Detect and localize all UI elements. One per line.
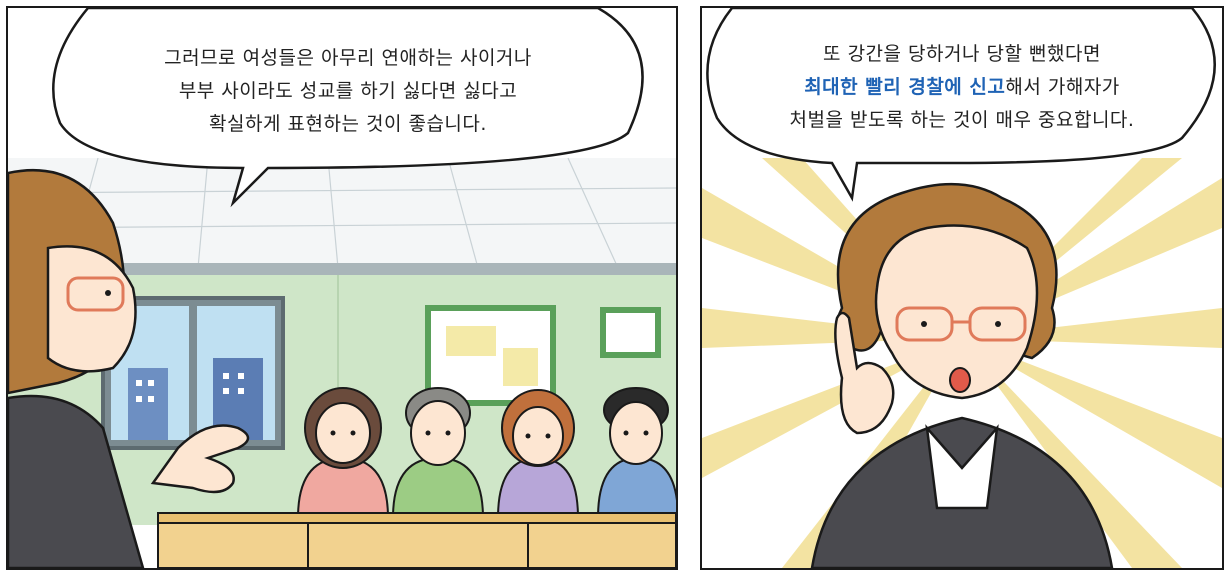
speech-bubble-icon bbox=[706, 8, 1216, 202]
right-speech-text: 또 강간을 당하거나 당할 뻔했다면 최대한 빨리 경찰에 신고해서 가해자가 … bbox=[702, 38, 1222, 137]
bubble-line: 확실하게 표현하는 것이 좋습니다. bbox=[209, 113, 487, 135]
right-panel: 또 강간을 당하거나 당할 뻔했다면 최대한 빨리 경찰에 신고해서 가해자가 … bbox=[700, 6, 1224, 570]
highlight-text: 최대한 빨리 경찰에 신고 bbox=[804, 76, 1006, 98]
bubble-line: 그러므로 여성들은 아무리 연애하는 사이거나 bbox=[164, 47, 532, 69]
bubble-line: 또 강간을 당하거나 당할 뻔했다면 bbox=[823, 43, 1101, 65]
bubble-line: 부부 사이라도 성교를 하기 싫다면 싫다고 bbox=[178, 80, 518, 102]
left-panel: 그러므로 여성들은 아무리 연애하는 사이거나 부부 사이라도 성교를 하기 싫… bbox=[6, 6, 678, 570]
bubble-line-2: 최대한 빨리 경찰에 신고해서 가해자가 bbox=[702, 71, 1222, 104]
emphasis-scene bbox=[702, 8, 1222, 568]
bubble-line: 처벌을 받도록 하는 것이 매우 중요합니다. bbox=[789, 109, 1135, 131]
speech-bubble-icon bbox=[52, 8, 644, 208]
bubble-line-rest: 해서 가해자가 bbox=[1005, 76, 1120, 98]
left-speech-text: 그러므로 여성들은 아무리 연애하는 사이거나 부부 사이라도 성교를 하기 싫… bbox=[68, 42, 628, 141]
classroom-scene bbox=[8, 8, 676, 568]
